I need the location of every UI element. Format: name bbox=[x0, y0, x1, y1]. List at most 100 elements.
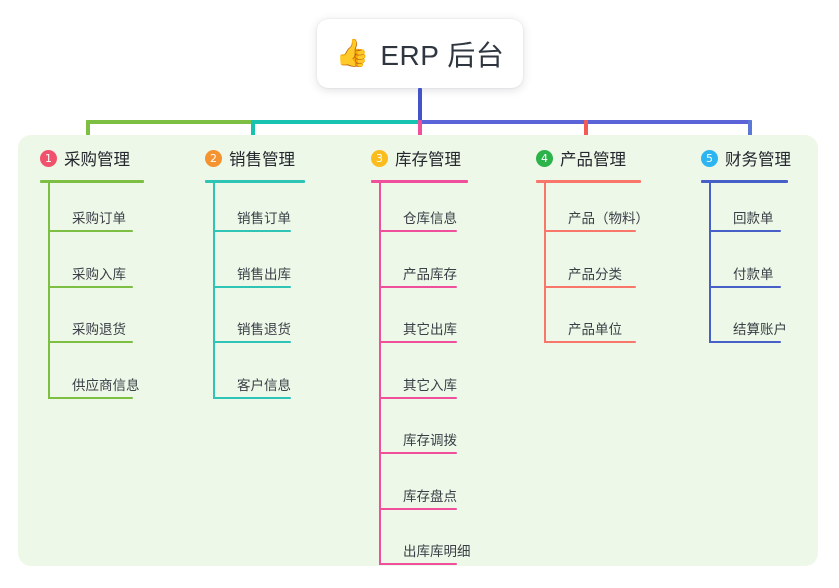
leaf-item[interactable]: 仓库信息 bbox=[379, 196, 457, 232]
leaf-item-label: 付款单 bbox=[733, 266, 774, 282]
leaf-item[interactable]: 付款单 bbox=[709, 252, 781, 288]
leaf-item-label: 回款单 bbox=[733, 211, 774, 226]
column-rule-1 bbox=[40, 180, 144, 183]
column-header-3[interactable]: 3 库存管理 bbox=[371, 146, 461, 170]
leaf-item-label: 其它出库 bbox=[403, 322, 457, 337]
column-badge-2: 2 bbox=[205, 149, 222, 167]
column-badge-1: 1 bbox=[40, 149, 57, 167]
drop-connector-4 bbox=[584, 120, 588, 146]
column-header-4[interactable]: 4 产品管理 bbox=[536, 146, 626, 170]
leaf-item-label: 结算账户 bbox=[733, 322, 787, 337]
leaf-item-rule bbox=[544, 341, 636, 343]
column-badge-3: 3 bbox=[371, 149, 388, 167]
leaf-item-rule bbox=[48, 285, 133, 288]
leaf-item-rule bbox=[379, 230, 457, 232]
leaf-item-label: 出库库明细 bbox=[403, 544, 471, 559]
leaf-item-rule bbox=[379, 452, 457, 454]
root-stem-connector bbox=[418, 88, 422, 122]
column-header-1[interactable]: 1 采购管理 bbox=[40, 146, 130, 170]
leaf-item-rule bbox=[213, 341, 291, 343]
leaf-item[interactable]: 其它出库 bbox=[379, 307, 457, 343]
leaf-item-label: 产品单位 bbox=[568, 322, 622, 337]
leaf-item-rule bbox=[709, 285, 781, 288]
drop-connector-1 bbox=[86, 120, 90, 146]
leaf-item-rule bbox=[379, 341, 457, 343]
leaf-item[interactable]: 出库库明细 bbox=[379, 529, 471, 565]
leaf-item[interactable]: 产品（物料） bbox=[544, 196, 649, 232]
leaf-item-label: 其它入库 bbox=[403, 377, 457, 393]
leaf-item-rule bbox=[48, 230, 133, 232]
leaf-item-label: 库存调拨 bbox=[403, 433, 457, 448]
leaf-item[interactable]: 库存调拨 bbox=[379, 418, 457, 454]
leaf-item-rule bbox=[544, 230, 636, 232]
leaf-item[interactable]: 结算账户 bbox=[709, 307, 787, 343]
column-rule-2 bbox=[205, 180, 305, 183]
leaf-item[interactable]: 销售订单 bbox=[213, 196, 291, 232]
leaf-item-label: 产品分类 bbox=[568, 266, 622, 282]
leaf-item[interactable]: 库存盘点 bbox=[379, 474, 457, 510]
leaf-item-label: 库存盘点 bbox=[403, 488, 457, 504]
root-node[interactable]: 👍 ERP 后台 bbox=[317, 19, 523, 88]
thumbs-up-icon: 👍 bbox=[335, 38, 370, 68]
leaf-item-rule bbox=[379, 285, 457, 288]
leaf-item[interactable]: 采购退货 bbox=[48, 307, 133, 343]
leaf-item-label: 客户信息 bbox=[237, 377, 291, 393]
leaf-item-rule bbox=[48, 396, 133, 399]
leaf-item-rule bbox=[379, 396, 457, 399]
drop-connector-2 bbox=[251, 120, 255, 146]
leaf-item-rule bbox=[709, 341, 781, 343]
column-title-4: 产品管理 bbox=[560, 151, 626, 169]
diagram-panel bbox=[18, 135, 818, 566]
column-badge-5: 5 bbox=[701, 149, 718, 167]
leaf-item[interactable]: 产品分类 bbox=[544, 252, 636, 288]
leaf-item-label: 销售订单 bbox=[237, 211, 291, 226]
column-rule-5 bbox=[701, 180, 788, 183]
leaf-item-label: 销售退货 bbox=[237, 322, 291, 337]
column-rule-3 bbox=[371, 180, 468, 183]
drop-connector-5 bbox=[748, 120, 752, 146]
leaf-item[interactable]: 产品单位 bbox=[544, 307, 636, 343]
column-title-5: 财务管理 bbox=[725, 151, 791, 169]
leaf-item-rule bbox=[544, 285, 636, 288]
leaf-item[interactable]: 销售出库 bbox=[213, 252, 291, 288]
connector-bar-teal bbox=[253, 120, 422, 124]
leaf-item-rule bbox=[213, 230, 291, 232]
column-title-3: 库存管理 bbox=[395, 151, 461, 169]
column-spine-3 bbox=[379, 180, 381, 565]
root-node-title: ERP 后台 bbox=[380, 39, 505, 71]
leaf-item[interactable]: 回款单 bbox=[709, 196, 781, 232]
column-spine-2 bbox=[213, 180, 215, 399]
leaf-item-label: 采购订单 bbox=[72, 211, 126, 226]
leaf-item-label: 销售出库 bbox=[237, 266, 291, 282]
leaf-item-rule bbox=[379, 563, 457, 565]
leaf-item-rule bbox=[379, 507, 457, 510]
connector-bar-green bbox=[86, 120, 255, 124]
leaf-item-label: 采购退货 bbox=[72, 322, 126, 337]
leaf-item-rule bbox=[709, 230, 781, 232]
column-badge-4: 4 bbox=[536, 149, 553, 167]
leaf-item[interactable]: 客户信息 bbox=[213, 363, 291, 399]
leaf-item-label: 产品库存 bbox=[403, 266, 457, 282]
column-header-5[interactable]: 5 财务管理 bbox=[701, 146, 791, 170]
leaf-item-label: 采购入库 bbox=[72, 266, 126, 282]
leaf-item[interactable]: 供应商信息 bbox=[48, 363, 140, 399]
leaf-item[interactable]: 采购入库 bbox=[48, 252, 133, 288]
column-spine-4 bbox=[544, 180, 546, 343]
column-rule-4 bbox=[536, 180, 641, 183]
column-title-2: 销售管理 bbox=[229, 151, 295, 169]
column-spine-5 bbox=[709, 180, 711, 343]
column-title-1: 采购管理 bbox=[64, 151, 130, 169]
leaf-item-label: 仓库信息 bbox=[403, 211, 457, 226]
leaf-item[interactable]: 其它入库 bbox=[379, 363, 457, 399]
leaf-item-rule bbox=[213, 285, 291, 288]
leaf-item[interactable]: 销售退货 bbox=[213, 307, 291, 343]
leaf-item-label: 产品（物料） bbox=[568, 211, 649, 226]
leaf-item[interactable]: 产品库存 bbox=[379, 252, 457, 288]
column-spine-1 bbox=[48, 180, 50, 399]
drop-connector-3 bbox=[418, 120, 422, 146]
leaf-item-label: 供应商信息 bbox=[72, 377, 140, 393]
column-header-2[interactable]: 2 销售管理 bbox=[205, 146, 295, 170]
leaf-item-rule bbox=[48, 341, 133, 343]
leaf-item[interactable]: 采购订单 bbox=[48, 196, 133, 232]
